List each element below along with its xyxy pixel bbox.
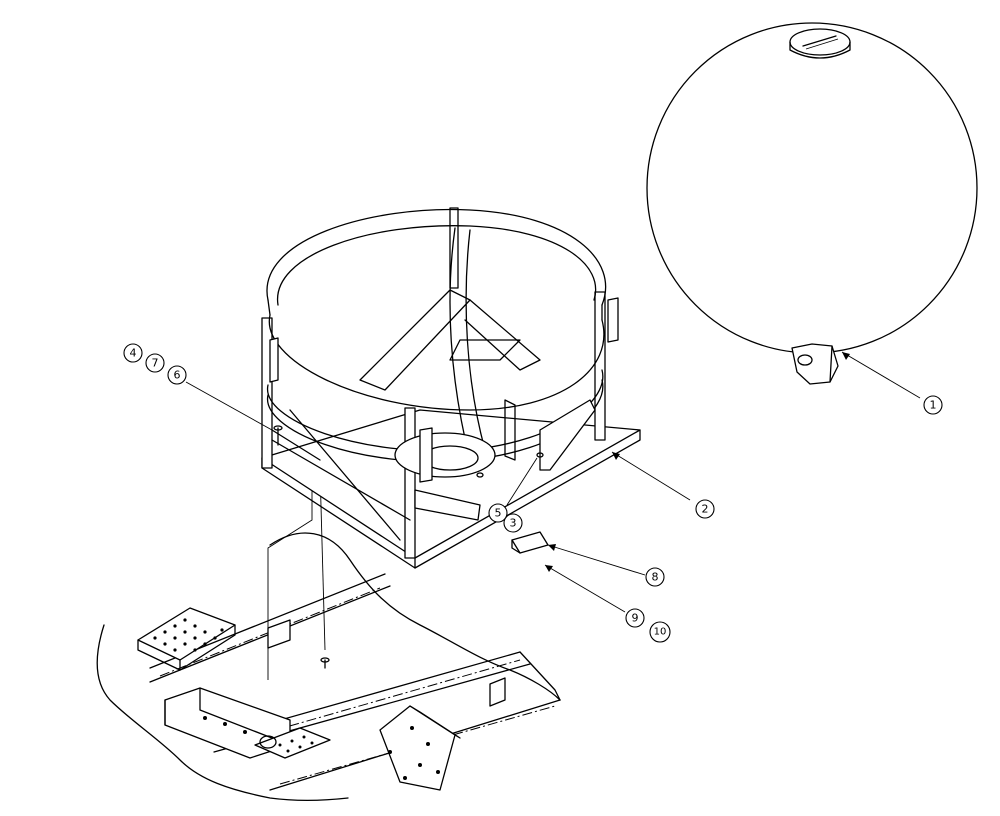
callout-2: 2 — [695, 499, 715, 519]
leader-lines — [185, 351, 921, 613]
tank-cradle-frame — [261, 207, 641, 569]
callout-8: 8 — [645, 567, 665, 587]
callout-label-7: 7 — [152, 357, 159, 370]
callout-4: 4 — [123, 343, 143, 363]
callout-label-1: 1 — [930, 399, 937, 412]
callout-5: 5 — [488, 503, 508, 523]
callout-label-10: 10 — [654, 627, 667, 638]
step-plate-holes — [153, 618, 224, 652]
callout-label-3: 3 — [510, 517, 517, 530]
callout-6: 6 — [167, 365, 187, 385]
callout-3: 3 — [503, 513, 523, 533]
callout-label-2: 2 — [702, 503, 709, 516]
callout-10: 10 — [649, 621, 671, 643]
callout-label-9: 9 — [632, 612, 639, 625]
assembly-alignment-lines — [267, 469, 326, 680]
callout-7: 7 — [145, 353, 165, 373]
callout-label-6: 6 — [174, 369, 181, 382]
callout-label-5: 5 — [495, 507, 502, 520]
callout-label-8: 8 — [652, 571, 659, 584]
spherical-tank — [646, 22, 978, 385]
truck-chassis — [96, 532, 561, 801]
callout-1: 1 — [923, 395, 943, 415]
callout-label-4: 4 — [130, 347, 137, 360]
callout-9: 9 — [625, 608, 645, 628]
